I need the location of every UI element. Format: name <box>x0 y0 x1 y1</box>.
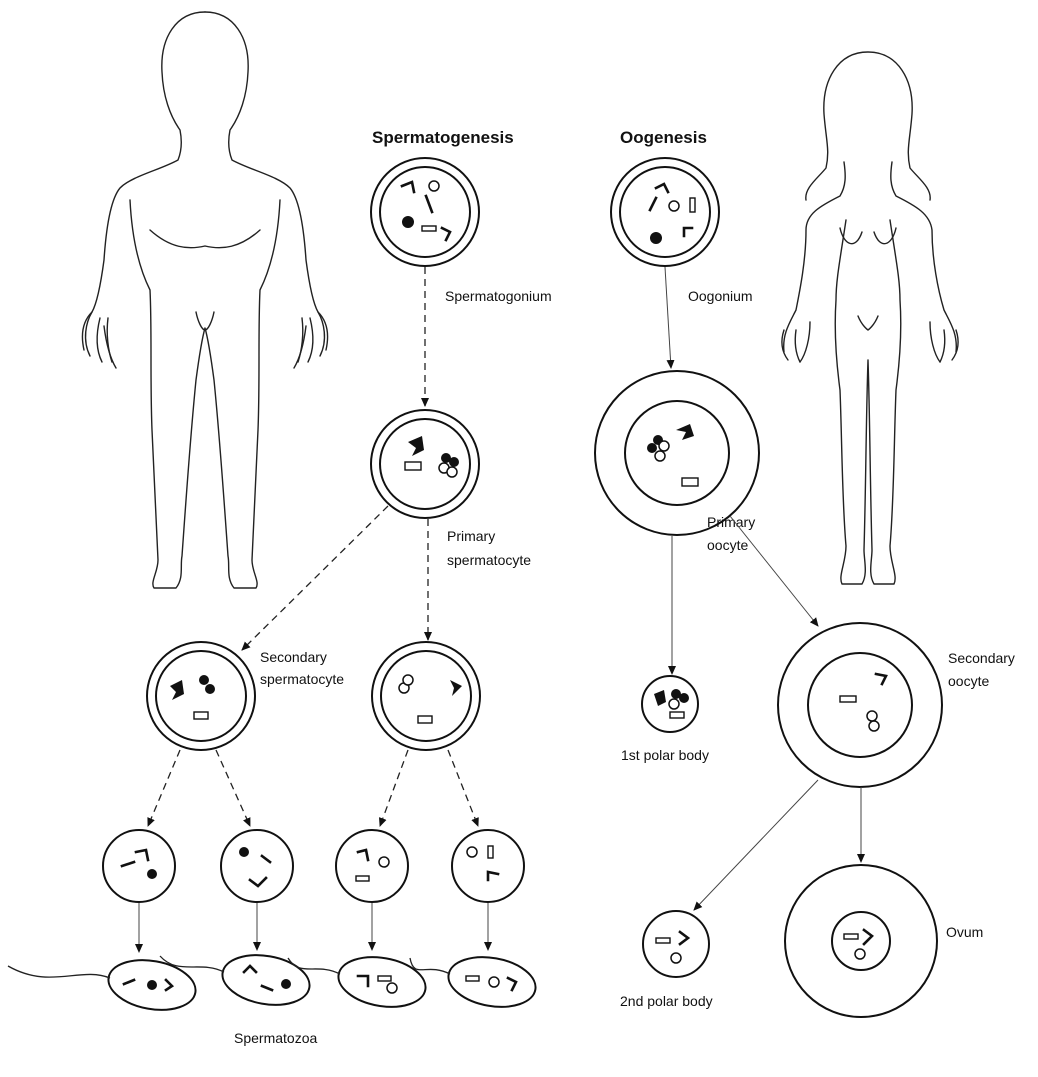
oogenesis-arrows <box>665 267 861 910</box>
secondary-spermatocyte-label-line1: Secondary <box>260 649 327 665</box>
spermatozoon-1 <box>8 954 199 1017</box>
spermatid-4 <box>452 830 524 902</box>
second-polar-body-label: 2nd polar body <box>620 993 713 1009</box>
secondary-oocyte-label-line2: oocyte <box>948 673 989 689</box>
primary-spermatocyte-cell <box>371 410 479 518</box>
spermatogenesis-title: Spermatogenesis <box>372 128 514 147</box>
oogonium-cell <box>611 158 719 266</box>
spermatid-2 <box>221 830 293 902</box>
spermatid-3 <box>336 830 408 902</box>
female-figure <box>782 52 958 584</box>
second-polar-body-cell <box>643 911 709 977</box>
ovum-cell <box>785 865 937 1017</box>
primary-oocyte-label-line1: Primary <box>707 514 755 530</box>
spermatogonium-cell <box>371 158 479 266</box>
primary-oocyte-cell <box>595 371 759 535</box>
spermatogenesis-arrows <box>139 267 488 952</box>
secondary-spermatocyte-label-line2: spermatocyte <box>260 671 344 687</box>
first-polar-body-cell <box>642 676 698 732</box>
oogonium-label: Oogonium <box>688 288 753 304</box>
first-polar-body-label: 1st polar body <box>621 747 709 763</box>
secondary-oocyte-label-line1: Secondary <box>948 650 1015 666</box>
secondary-spermatocyte-left-cell <box>147 642 255 750</box>
primary-spermatocyte-label-line2: spermatocyte <box>447 552 531 568</box>
spermatozoa-label: Spermatozoa <box>234 1030 317 1046</box>
male-figure <box>82 12 327 588</box>
spermatogonium-label: Spermatogonium <box>445 288 552 304</box>
primary-oocyte-label-line2: oocyte <box>707 537 748 553</box>
secondary-spermatocyte-right-cell <box>372 642 480 750</box>
spermatozoon-2 <box>160 949 313 1012</box>
secondary-oocyte-cell <box>778 623 942 787</box>
spermatid-1 <box>103 830 175 902</box>
ovum-label: Ovum <box>946 924 983 940</box>
oogenesis-title: Oogenesis <box>620 128 707 147</box>
spermatozoon-4 <box>410 951 539 1014</box>
primary-spermatocyte-label-line1: Primary <box>447 528 495 544</box>
